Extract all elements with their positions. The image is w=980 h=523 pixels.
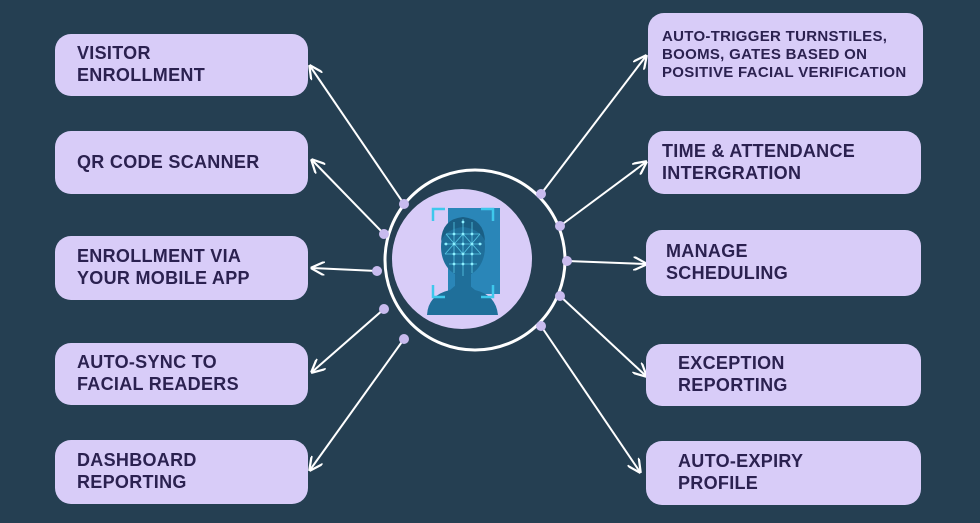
facial-recognition-icon — [427, 207, 500, 315]
feature-dashboard-reporting: DASHBOARD REPORTING — [55, 440, 308, 504]
feature-time-attendance: TIME & ATTENDANCE INTERGRATION — [648, 131, 921, 194]
connector-dot-left-1 — [399, 199, 409, 209]
connector-dot-right-1 — [536, 189, 546, 199]
feature-label: EXCEPTION REPORTING — [678, 353, 788, 395]
connector-dot-left-4 — [379, 304, 389, 314]
connector-dot-left-2 — [379, 229, 389, 239]
feature-label: VISITOR ENROLLMENT — [77, 43, 205, 85]
feature-mobile-enrollment: ENROLLMENT VIA YOUR MOBILE APP — [55, 236, 308, 300]
connector-left-3 — [312, 268, 378, 271]
connector-dot-left-5 — [399, 334, 409, 344]
feature-auto-trigger-gates: AUTO-TRIGGER TURNSTILES, BOOMS, GATES BA… — [648, 13, 923, 96]
connector-left-1 — [310, 66, 405, 205]
connector-right-1 — [540, 56, 646, 195]
feature-label: ENROLLMENT VIA YOUR MOBILE APP — [77, 246, 250, 288]
connector-right-2 — [559, 162, 646, 227]
connector-left-2 — [312, 160, 385, 235]
feature-label: QR CODE SCANNER — [77, 151, 260, 172]
feature-auto-expiry: AUTO-EXPIRY PROFILE — [646, 441, 921, 505]
feature-label: AUTO-EXPIRY PROFILE — [678, 451, 804, 493]
feature-auto-sync: AUTO-SYNC TO FACIAL READERS — [55, 343, 308, 405]
center-hub — [392, 189, 532, 329]
connector-right-5 — [540, 325, 640, 472]
feature-label: AUTO-TRIGGER TURNSTILES, BOOMS, GATES BA… — [662, 27, 907, 81]
feature-manage-scheduling: MANAGE SCHEDULING — [646, 230, 921, 296]
connector-dot-right-4 — [555, 291, 565, 301]
connector-right-4 — [559, 295, 646, 376]
connector-left-4 — [312, 308, 385, 372]
connector-dot-right-3 — [562, 256, 572, 266]
connector-right-3 — [566, 261, 646, 264]
feature-label: DASHBOARD REPORTING — [77, 450, 197, 492]
feature-visitor-enrollment: VISITOR ENROLLMENT — [55, 34, 308, 96]
connector-dot-left-3 — [372, 266, 382, 276]
feature-qr-code-scanner: QR CODE SCANNER — [55, 131, 308, 194]
connector-dot-right-2 — [555, 221, 565, 231]
feature-label: TIME & ATTENDANCE INTERGRATION — [662, 140, 856, 183]
connector-left-5 — [310, 338, 405, 470]
feature-label: MANAGE SCHEDULING — [666, 241, 789, 283]
connector-dot-right-5 — [536, 321, 546, 331]
feature-label: AUTO-SYNC TO FACIAL READERS — [77, 352, 239, 394]
feature-exception-reporting: EXCEPTION REPORTING — [646, 344, 921, 406]
